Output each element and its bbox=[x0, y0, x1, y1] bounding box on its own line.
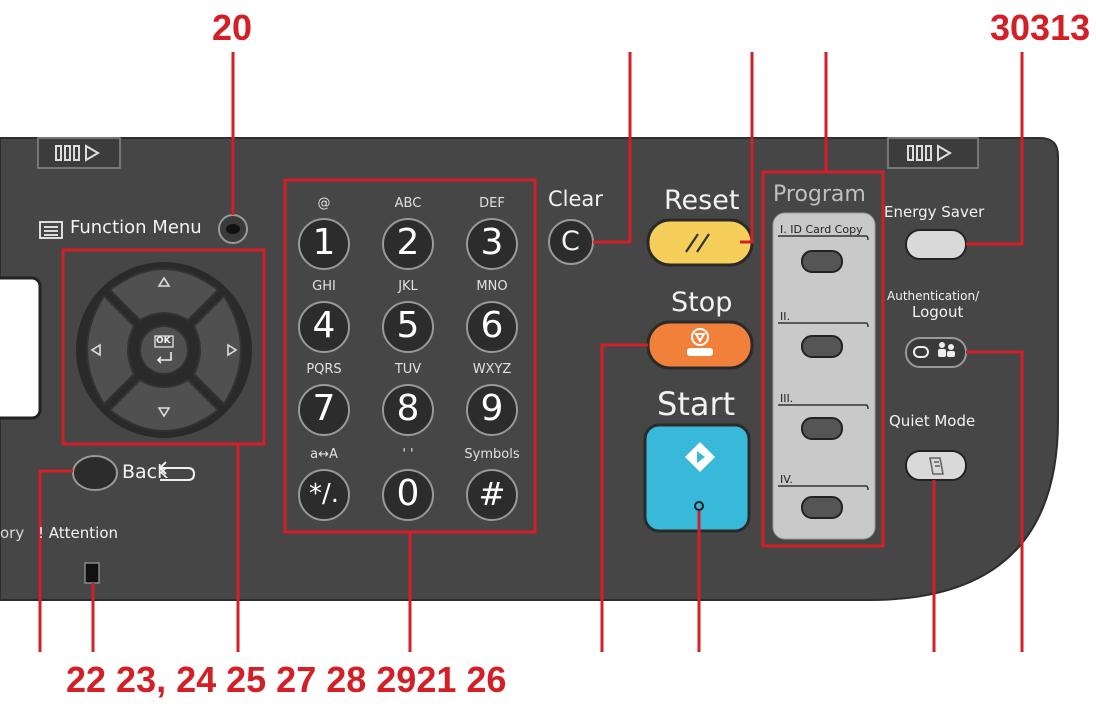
leader-lines bbox=[38, 52, 1024, 652]
key-8-label: 8 bbox=[396, 388, 420, 429]
back-button[interactable] bbox=[72, 455, 118, 491]
key-2-label: 2 bbox=[396, 222, 420, 263]
program-2-label: II. bbox=[780, 310, 790, 323]
key-asterisk-button[interactable] bbox=[298, 469, 350, 521]
program-1-label: I. ID Card Copy bbox=[780, 223, 863, 236]
key-2-button[interactable] bbox=[382, 218, 434, 270]
stop-label: Stop bbox=[671, 287, 733, 318]
arrow-up-icon bbox=[157, 276, 171, 287]
key-1-letters: @ bbox=[317, 196, 331, 211]
key-0-letters: ' ' bbox=[402, 447, 414, 462]
user-icon bbox=[938, 342, 955, 357]
stop-icon bbox=[687, 328, 713, 356]
dpad bbox=[76, 262, 252, 438]
program-outline bbox=[761, 170, 885, 548]
program-1-button[interactable] bbox=[801, 250, 843, 273]
arrow-left-icon bbox=[90, 343, 101, 357]
energy-saver-button[interactable] bbox=[905, 229, 967, 260]
quiet-mode-icon bbox=[929, 457, 944, 475]
back-label: Back bbox=[122, 461, 169, 483]
key-2-letters: ABC bbox=[394, 196, 422, 211]
ok-label-box bbox=[154, 335, 174, 348]
key-hash-button[interactable] bbox=[466, 469, 518, 521]
key-7-button[interactable] bbox=[298, 384, 350, 436]
enter-icon bbox=[156, 352, 172, 364]
dpad-left-button[interactable] bbox=[86, 294, 136, 406]
authentication-label: Authentication/ bbox=[887, 289, 980, 303]
key-3-letters: DEF bbox=[479, 196, 505, 211]
key-hash-label: # bbox=[478, 475, 506, 513]
attention-indicator bbox=[84, 562, 100, 584]
function-menu-label: Function Menu bbox=[70, 217, 202, 238]
key-6-letters: MNO bbox=[476, 279, 508, 294]
reset-button[interactable] bbox=[646, 218, 754, 267]
key-asterisk-letters: a↔A bbox=[310, 447, 338, 462]
numeric-keypad bbox=[298, 218, 518, 521]
key-9-button[interactable] bbox=[466, 384, 518, 436]
memory-label-partial: ory bbox=[0, 524, 25, 542]
ok-button[interactable] bbox=[139, 325, 189, 375]
key-asterisk-label: */. bbox=[308, 479, 340, 509]
back-arrow-icon bbox=[158, 461, 196, 481]
program-4-button[interactable] bbox=[801, 496, 843, 519]
program-label: Program bbox=[773, 182, 866, 207]
key-0-button[interactable] bbox=[382, 469, 434, 521]
quiet-mode-label: Quiet Mode bbox=[889, 412, 976, 430]
key-4-letters: GHI bbox=[312, 279, 336, 294]
callout-20: 20 bbox=[212, 7, 253, 48]
energy-saver-label: Energy Saver bbox=[884, 203, 985, 221]
arrow-down-icon bbox=[157, 407, 171, 418]
callout-30-31-3: 30313 bbox=[990, 7, 1091, 48]
start-button[interactable] bbox=[643, 423, 751, 533]
panel-tab-right bbox=[887, 137, 979, 169]
clear-label: Clear bbox=[548, 187, 603, 211]
reset-icon bbox=[685, 233, 710, 253]
key-5-letters: JKL bbox=[398, 279, 418, 294]
program-3-button[interactable] bbox=[801, 417, 843, 440]
key-hash-letters: Symbols bbox=[464, 447, 520, 462]
display-screen-edge bbox=[0, 276, 42, 420]
dpad-up-button[interactable] bbox=[108, 268, 220, 322]
reset-label: Reset bbox=[664, 185, 740, 216]
logout-label: Logout bbox=[912, 303, 964, 321]
key-7-label: 7 bbox=[312, 388, 336, 429]
auth-led bbox=[913, 346, 929, 358]
ok-label: OK bbox=[156, 336, 171, 346]
key-1-button[interactable] bbox=[298, 218, 350, 270]
function-menu-icon bbox=[39, 221, 63, 239]
start-label: Start bbox=[657, 385, 736, 423]
key-4-label: 4 bbox=[312, 305, 336, 346]
key-4-button[interactable] bbox=[298, 301, 350, 353]
start-indicator-led bbox=[694, 501, 704, 511]
panel-tab-left-icon bbox=[55, 144, 100, 162]
key-9-letters: WXYZ bbox=[472, 362, 512, 377]
key-6-label: 6 bbox=[480, 305, 504, 346]
key-9-label: 9 bbox=[480, 388, 504, 429]
dpad-outline bbox=[61, 248, 266, 446]
key-5-button[interactable] bbox=[382, 301, 434, 353]
clear-key-glyph: C bbox=[561, 226, 580, 257]
key-1-label: 1 bbox=[312, 222, 336, 263]
key-3-label: 3 bbox=[480, 222, 504, 263]
start-icon bbox=[685, 442, 715, 472]
program-2-button[interactable] bbox=[801, 335, 843, 358]
callout-bottom-row: 22 23, 24 25 27 28 2921 26 bbox=[66, 659, 507, 700]
dpad-down-button[interactable] bbox=[108, 378, 220, 432]
key-8-button[interactable] bbox=[382, 384, 434, 436]
program-panel bbox=[772, 212, 876, 540]
panel-tab-right-icon bbox=[907, 144, 952, 162]
key-5-label: 5 bbox=[396, 305, 420, 346]
key-3-button[interactable] bbox=[466, 218, 518, 270]
key-0-label: 0 bbox=[396, 473, 420, 514]
key-7-letters: PQRS bbox=[306, 362, 342, 377]
program-slot-rules bbox=[778, 235, 869, 491]
program-4-label: IV. bbox=[780, 473, 793, 486]
program-3-label: III. bbox=[780, 392, 794, 405]
arrow-right-icon bbox=[227, 343, 238, 357]
dpad-right-button[interactable] bbox=[192, 294, 242, 406]
key-8-letters: TUV bbox=[394, 362, 422, 377]
key-6-button[interactable] bbox=[466, 301, 518, 353]
attention-label: ! Attention bbox=[38, 524, 119, 542]
